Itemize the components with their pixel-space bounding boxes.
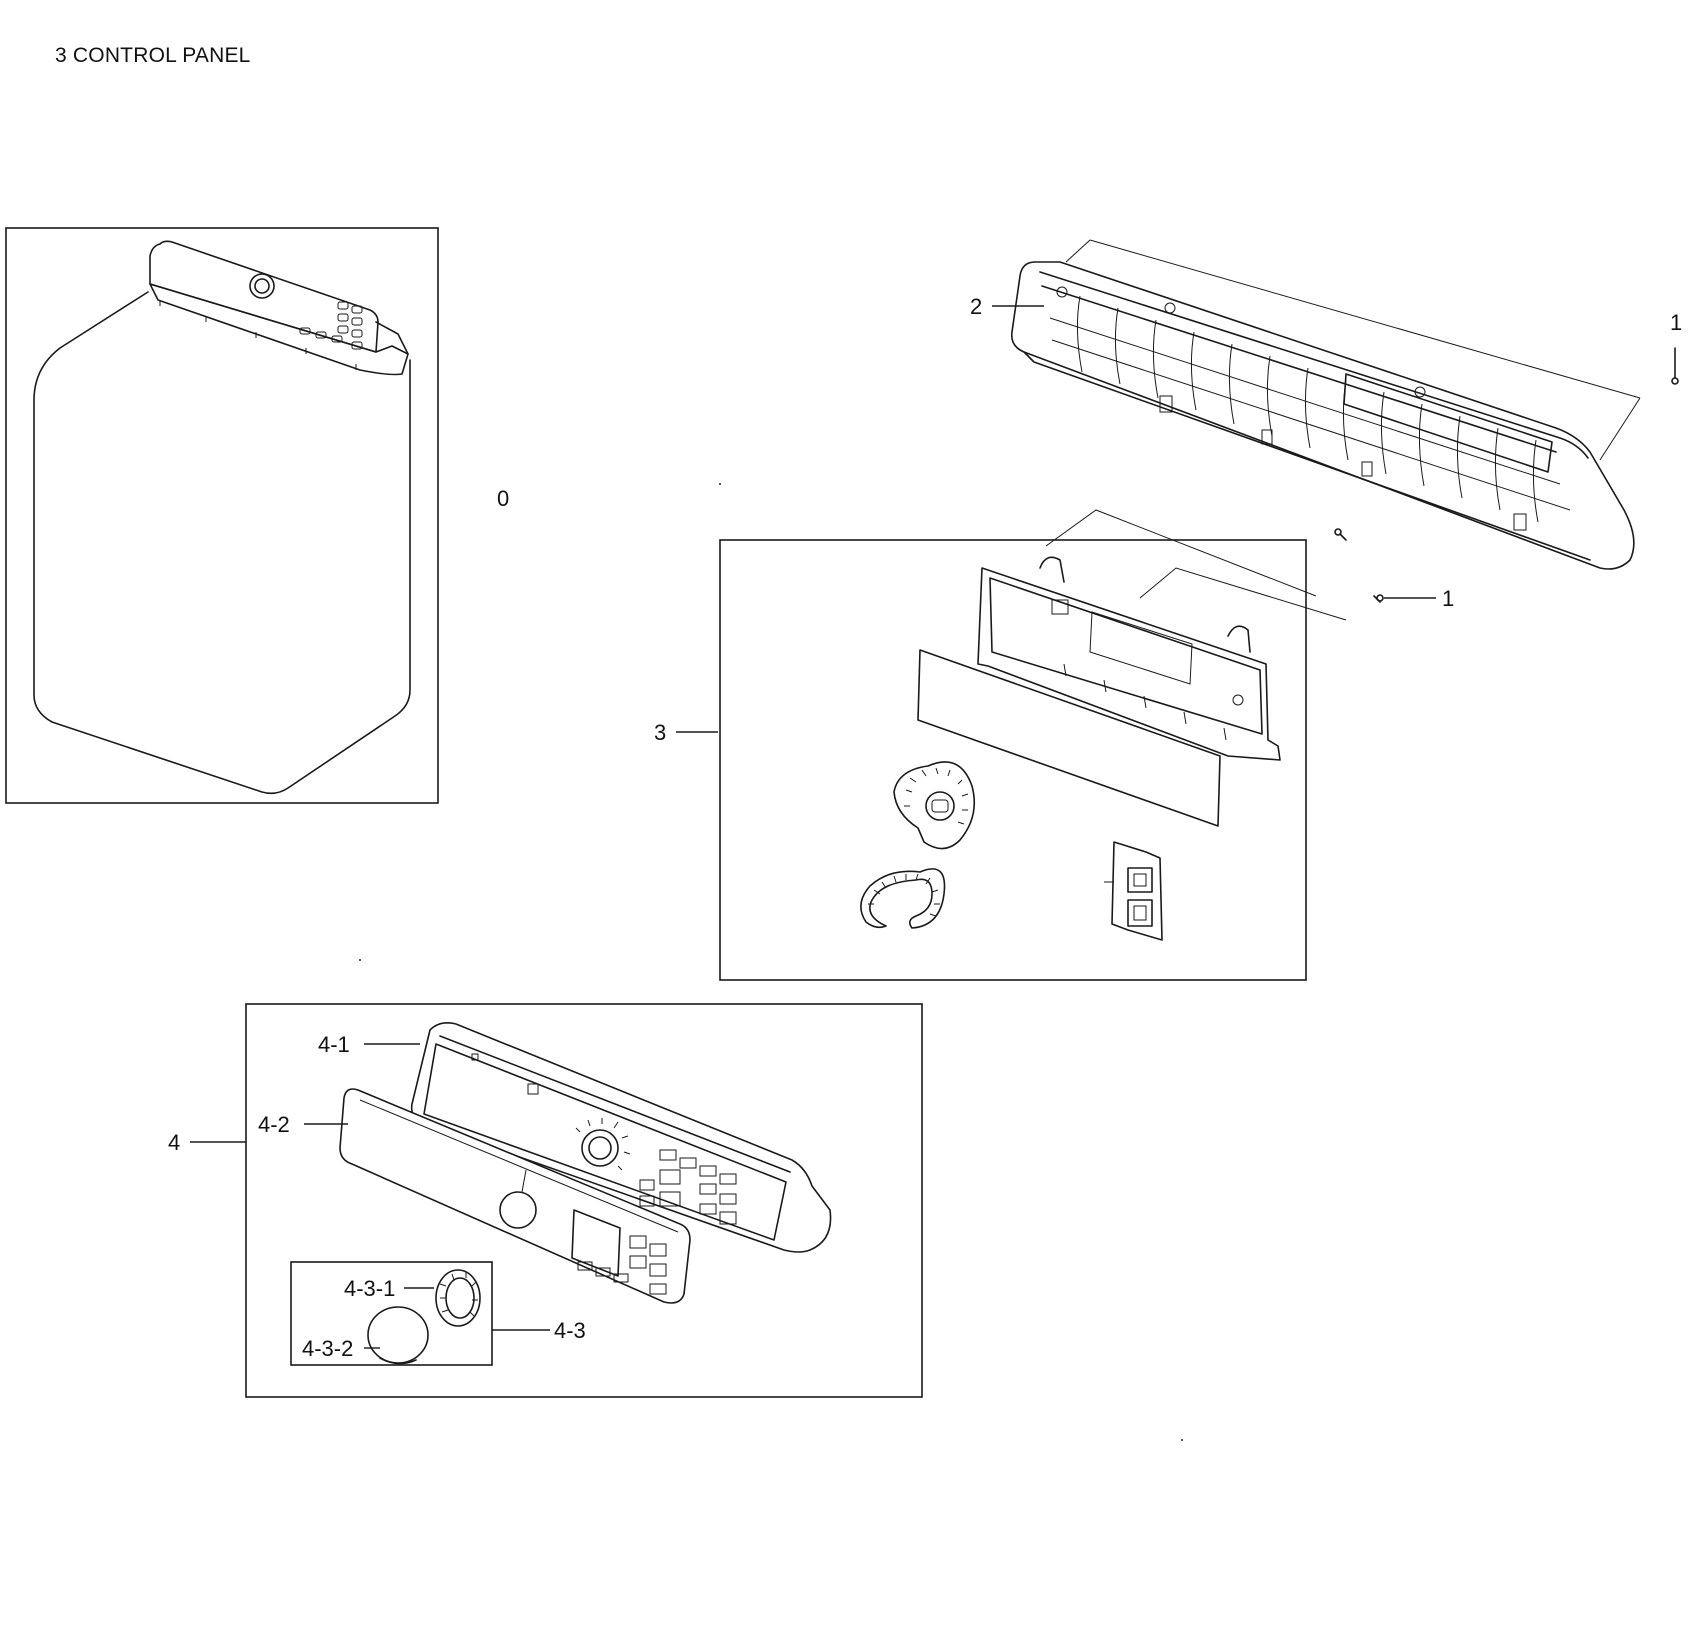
panel-cover-knob-hole <box>499 1191 537 1229</box>
frame-boss-right <box>1414 386 1426 398</box>
encoder-ring-teeth <box>868 873 940 917</box>
part-3-pcb-assembly[interactable] <box>860 509 1347 941</box>
pcb-housing <box>977 567 1281 761</box>
console-knob-inner <box>254 278 270 294</box>
frame-bottom-edge <box>1023 351 1591 561</box>
frame-clip <box>527 1083 539 1095</box>
part-0-frame <box>5 227 439 804</box>
frame-outline <box>1010 261 1635 570</box>
page-title: 3 CONTROL PANEL <box>55 44 251 67</box>
screw-a-shaft <box>1339 533 1347 541</box>
frame-top-rim-inner <box>1041 285 1557 453</box>
panel-cover-outline <box>339 1088 691 1304</box>
callout-3: 3 <box>654 720 666 745</box>
frame-display-window <box>1343 373 1553 473</box>
part-0-washer-cabinet[interactable] <box>5 227 439 804</box>
pcb-board <box>917 649 1221 827</box>
explode-line-pcb-2 <box>1139 567 1347 621</box>
encoder-dial <box>893 761 976 850</box>
console-knob <box>249 273 275 299</box>
panel-frame-inner <box>423 1043 787 1241</box>
part-4-3-2-knob-cap[interactable] <box>367 1306 429 1365</box>
frame-tabs <box>1159 395 1527 531</box>
panel-cover-edge <box>359 1099 679 1233</box>
screw-a-head <box>1334 528 1342 536</box>
knob-cap-edge <box>379 1357 417 1365</box>
screw-b-head <box>1376 594 1384 602</box>
part-1-screw-top[interactable] <box>1671 347 1679 385</box>
part-4-control-panel-assembly[interactable] <box>290 1022 832 1366</box>
encoder-ring <box>860 868 946 929</box>
part-4-3-1-knob-ring[interactable] <box>435 1269 481 1327</box>
pcb-boss <box>1232 694 1244 706</box>
callout-0: 0 <box>497 486 509 511</box>
cabinet-body-outline <box>33 291 411 795</box>
frame-top-rim <box>1039 271 1589 459</box>
console-buttons <box>299 301 363 350</box>
console-base <box>149 283 409 376</box>
part-4-2-panel-cover[interactable] <box>339 1088 691 1304</box>
panel-cover-seam <box>521 1169 527 1193</box>
frame-ribs <box>1076 295 1539 523</box>
frame-knob-ticks <box>575 1118 631 1171</box>
console-face <box>149 240 379 353</box>
pcb-connector <box>1051 599 1069 615</box>
frame-knob-inner <box>588 1136 612 1160</box>
part-4-frame <box>245 1003 923 1398</box>
screw-head <box>1671 377 1679 385</box>
knob-cap-face <box>367 1306 429 1364</box>
scan-dot <box>719 483 721 485</box>
panel-frame-rim <box>439 1035 791 1173</box>
part-4-3-frame <box>290 1261 493 1366</box>
frame-knob-outer <box>581 1129 619 1167</box>
explode-line-right <box>1599 397 1641 461</box>
frame-boss-left <box>1056 286 1068 298</box>
part-1-screw-mid[interactable] <box>1334 528 1384 603</box>
switch-module <box>1104 841 1163 941</box>
pcb-clip-right <box>1227 625 1251 653</box>
callout-4-1: 4-1 <box>318 1032 350 1057</box>
callout-4-3-1: 4-3-1 <box>344 1276 395 1301</box>
panel-cover-buttons <box>577 1235 667 1295</box>
pcb-window <box>1089 611 1193 685</box>
callout-4-3: 4-3 <box>554 1318 586 1343</box>
knob-ring-teeth <box>439 1272 478 1317</box>
pcb-tabs <box>1063 663 1227 741</box>
frame-boss-mid <box>1164 302 1176 314</box>
callout-1-top: 1 <box>1670 310 1682 335</box>
console-tabs <box>159 300 357 370</box>
part-4-3-knob-assembly[interactable] <box>367 1269 481 1365</box>
scan-dot <box>1181 1439 1183 1441</box>
part-3-frame <box>719 539 1307 981</box>
scan-dot <box>359 959 361 961</box>
pcb-housing-inner <box>989 577 1263 735</box>
callout-2: 2 <box>970 294 982 319</box>
knob-ring-outer <box>435 1269 481 1327</box>
frame-hole <box>471 1053 479 1061</box>
frame-cross-ribs <box>1049 317 1571 511</box>
callout-1-mid: 1 <box>1442 586 1454 611</box>
callout-4-2: 4-2 <box>258 1112 290 1137</box>
part-2-control-panel-frame[interactable] <box>1010 239 1641 570</box>
pcb-clip-left <box>1039 556 1065 583</box>
panel-cover-display <box>571 1209 621 1277</box>
explode-line-left <box>1065 239 1091 263</box>
explode-line-pcb-1 <box>1045 509 1317 597</box>
knob-ring-inner <box>445 1277 475 1319</box>
callout-4-3-2: 4-3-2 <box>302 1336 353 1361</box>
explode-line-top <box>1089 239 1641 399</box>
console-side <box>375 321 409 355</box>
callout-4: 4 <box>168 1130 180 1155</box>
frame-button-grid <box>639 1149 737 1225</box>
